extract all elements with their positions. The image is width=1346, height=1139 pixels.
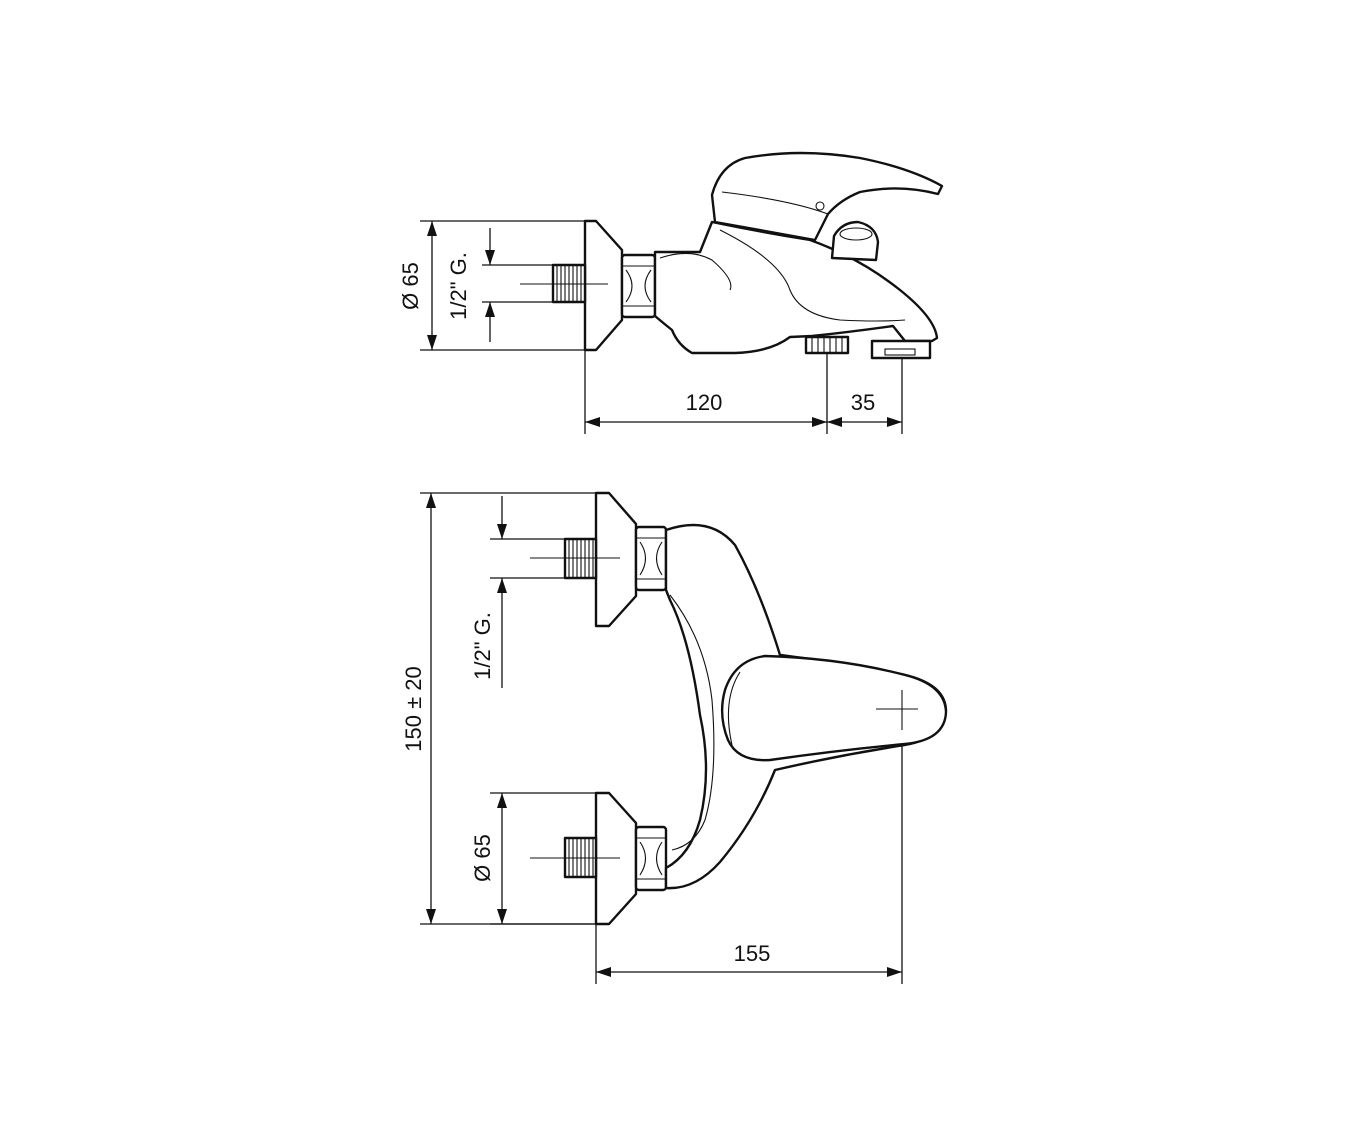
top-lever-handle — [720, 654, 948, 762]
side-thread-dimension: 1/2" G. — [446, 228, 553, 342]
side-outlet-label: 35 — [851, 390, 875, 415]
side-width-dimension: 120 35 — [584, 350, 903, 434]
top-view: 150 ± 20 1/2" G. Ø 65 155 — [401, 491, 948, 984]
top-handle-center-mark — [876, 690, 918, 730]
side-width-label: 120 — [686, 390, 723, 415]
top-diameter-label: Ø 65 — [470, 834, 495, 882]
top-lower-hex-nut — [634, 825, 668, 892]
side-diameter-dimension: Ø 65 — [398, 220, 585, 351]
top-upper-flange — [594, 491, 638, 628]
side-thread-label: 1/2" G. — [446, 252, 471, 320]
side-diameter-label: Ø 65 — [398, 262, 423, 310]
side-faucet-body — [653, 220, 939, 355]
side-spout-outlet — [870, 339, 932, 360]
top-width-dimension: 155 — [595, 745, 903, 984]
side-hex-nut — [620, 253, 657, 319]
side-shower-outlet — [804, 335, 850, 355]
side-wall-flange — [583, 219, 624, 352]
side-view: Ø 65 1/2" G. 120 35 — [398, 151, 944, 434]
top-width-label: 155 — [734, 941, 771, 966]
top-thread-label: 1/2" G. — [470, 612, 495, 680]
top-upper-hex-nut — [634, 525, 668, 592]
top-diameter-dimension: Ø 65 — [470, 792, 596, 925]
side-body-contour — [659, 252, 732, 291]
side-diverter-knob — [830, 220, 880, 262]
top-thread-dimension: 1/2" G. — [470, 496, 565, 688]
top-height-label: 150 ± 20 — [401, 666, 426, 751]
side-lever-handle — [710, 151, 944, 242]
